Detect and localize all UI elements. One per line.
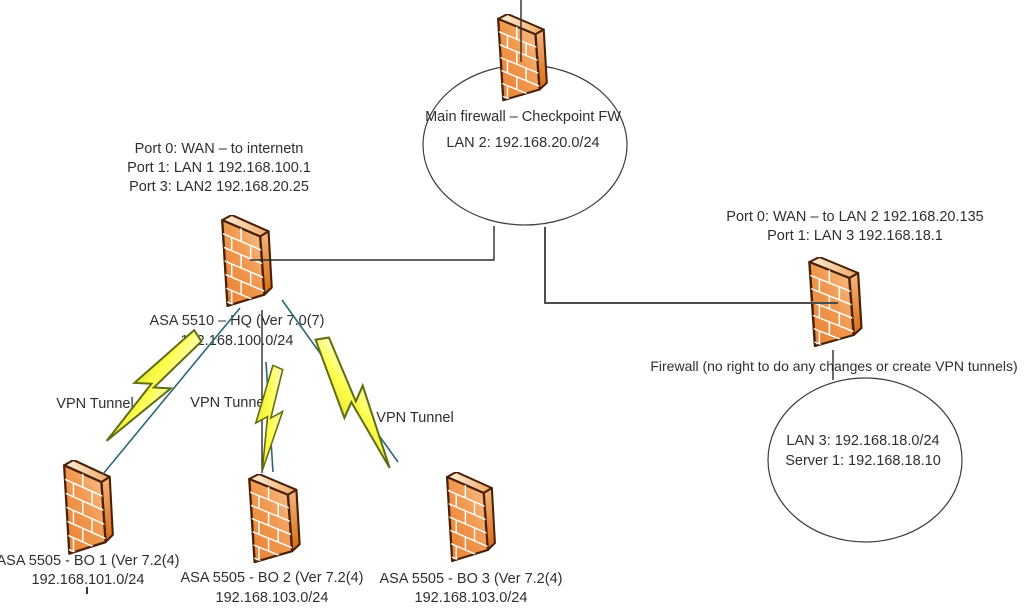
vpn-tunnel-label-2: VPN Tunnel — [190, 395, 268, 411]
bo3-label: ASA 5505 - BO 3 (Ver 7.2(4) 192.168.103.… — [380, 570, 563, 608]
hq-subnet-text: 192.168.100.0/24 — [180, 333, 294, 349]
remote-port1-text: Port 1: LAN 3 192.168.18.1 — [767, 228, 943, 244]
bo2-name: ASA 5505 - BO 2 (Ver 7.2(4) — [180, 570, 364, 586]
lan3-label: LAN 3: 192.168.18.0/24 Server 1: 192.168… — [785, 431, 941, 471]
vpn-tunnel-label-1: VPN Tunnel — [56, 396, 134, 412]
bo3-name: ASA 5505 - BO 3 (Ver 7.2(4) — [379, 571, 563, 587]
bo1-subnet-text: 192.168.101.0/24 — [31, 572, 145, 588]
bo1-name: ASA 5505 - BO 1 (Ver 7.2(4) — [0, 553, 180, 569]
bo1-label: ASA 5505 - BO 1 (Ver 7.2(4) 192.168.101.… — [0, 552, 179, 590]
lan2-subnet-text: LAN 2: 192.168.20.0/24 — [446, 135, 600, 151]
hq-ports-label: Port 0: WAN – to internetn Port 1: LAN 1… — [127, 140, 311, 197]
vpn-tunnel-label-3: VPN Tunnel — [376, 410, 454, 426]
lan3-subnet-text: LAN 3: 192.168.18.0/24 — [786, 433, 940, 449]
hq-firewall-label: ASA 5510 – HQ (Ver 7.0(7) 192.168.100.0/… — [150, 311, 325, 351]
main-firewall-label: Main firewall – Checkpoint FW LAN 2: 192… — [425, 104, 621, 156]
remote-firewall-note: Firewall (no right to do any changes or … — [650, 358, 1018, 374]
lan3-server-text: Server 1: 192.168.18.10 — [785, 453, 941, 469]
lan3-ellipse — [767, 377, 963, 543]
hq-firewall-name: ASA 5510 – HQ (Ver 7.0(7) — [149, 313, 325, 329]
bo3-subnet-text: 192.168.103.0/24 — [414, 590, 528, 606]
hq-port1-text: Port 1: LAN 1 192.168.100.1 — [127, 160, 311, 176]
bo2-subnet-text: 192.168.103.0/24 — [215, 590, 329, 606]
remote-port0-text: Port 0: WAN – to LAN 2 192.168.20.135 — [726, 209, 984, 225]
main-firewall-title: Main firewall – Checkpoint FW — [425, 109, 621, 125]
hq-port0-text: Port 0: WAN – to internetn — [134, 141, 304, 157]
remote-ports-label: Port 0: WAN – to LAN 2 192.168.20.135 Po… — [726, 208, 983, 246]
bo2-label: ASA 5505 - BO 2 (Ver 7.2(4) 192.168.103.… — [181, 568, 364, 608]
hq-port3-text: Port 3: LAN2 192.168.20.25 — [129, 179, 309, 195]
